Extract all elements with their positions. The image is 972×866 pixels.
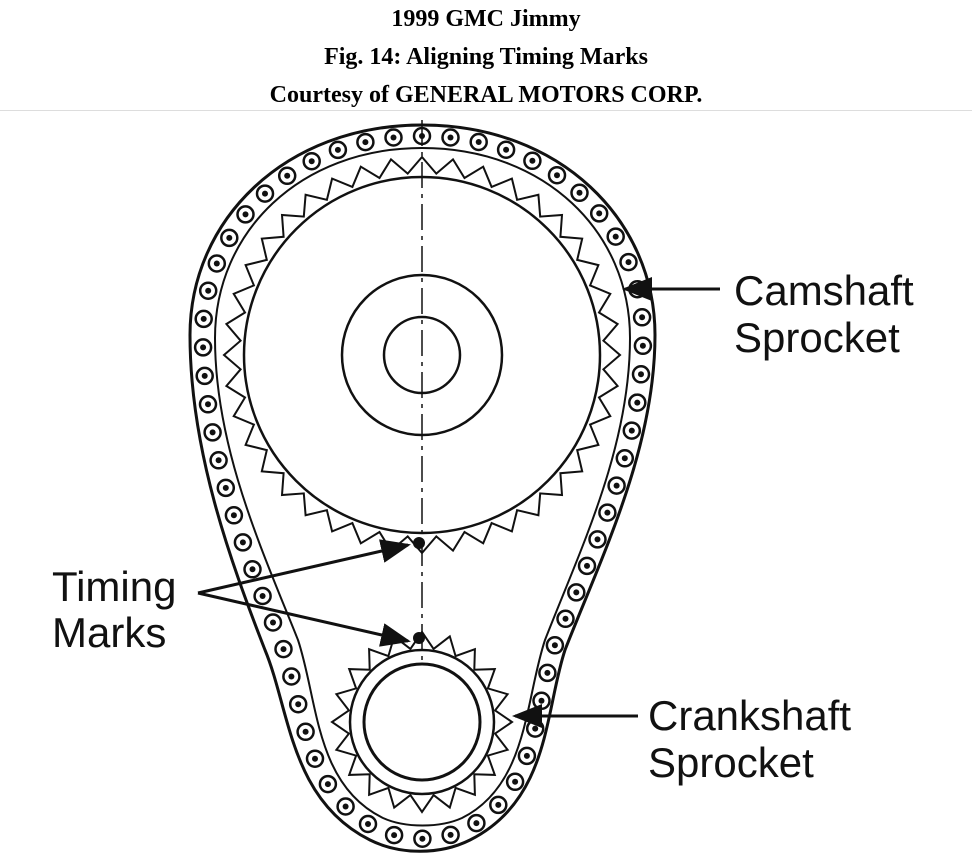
chain-roller-pin xyxy=(512,778,519,785)
chain-roller-pin xyxy=(205,287,212,294)
chain-roller-pin xyxy=(613,482,620,489)
chain-roller-pin xyxy=(391,832,398,839)
chain-roller-pin xyxy=(634,399,641,406)
chain-roller-pin xyxy=(625,259,632,266)
chain-roller-pin xyxy=(538,697,545,704)
chain-roller-pin xyxy=(576,189,583,196)
chain-roller-pin xyxy=(639,314,646,321)
chain-rollers xyxy=(193,126,653,848)
chain-roller-pin xyxy=(419,835,426,842)
timing-label-line2: Marks xyxy=(52,609,166,656)
chain-roller-pin xyxy=(249,566,256,573)
chain-roller-pin xyxy=(215,457,222,464)
chain-roller-pin xyxy=(312,755,318,762)
chain-roller-pin xyxy=(495,801,502,808)
chain-roller-pin xyxy=(324,781,331,788)
chain-roller-pin xyxy=(447,134,454,141)
chain-roller-pin xyxy=(230,512,237,519)
chain-roller-pin xyxy=(209,429,216,436)
chain-roller-pin xyxy=(544,669,551,676)
chain-roller-pin xyxy=(362,139,369,146)
chain-roller-pin xyxy=(554,172,560,179)
chain-roller-pin xyxy=(562,615,569,622)
chain-roller-pin xyxy=(621,455,628,462)
chain-roller-pin xyxy=(551,642,558,649)
chain-roller-pin xyxy=(239,539,246,546)
chain-roller-pin xyxy=(365,821,371,827)
chain-roller-pin xyxy=(532,725,539,732)
chain-roller-pin xyxy=(308,158,315,165)
chain-roller-pin xyxy=(334,146,341,153)
timing-arrow-crank xyxy=(197,591,411,647)
crankshaft-label-line1: Crankshaft xyxy=(648,692,851,739)
chain-roller-pin xyxy=(288,673,295,680)
chain-roller-pin xyxy=(259,593,266,599)
chain-roller-pin xyxy=(200,315,207,322)
chain-roller-pin xyxy=(447,831,454,838)
timing-chain xyxy=(188,123,657,853)
timing-label-line1: Timing xyxy=(52,563,176,610)
figure-caption: Fig. 14: Aligning Timing Marks xyxy=(324,44,648,70)
chain-roller-pin xyxy=(584,562,590,569)
vehicle-title: 1999 GMC Jimmy xyxy=(391,6,581,32)
chain-roller-pin xyxy=(573,589,580,596)
chain-roller-pin xyxy=(639,342,646,349)
chain-roller-pin xyxy=(280,646,287,653)
chain-roller-pin xyxy=(473,820,480,827)
chain-roller-pin xyxy=(503,146,510,153)
chain-roller-pin xyxy=(523,752,530,759)
chain-roller-pin xyxy=(270,619,276,626)
chain-roller-pin xyxy=(628,427,635,434)
figure-credit: Courtesy of GENERAL MOTORS CORP. xyxy=(269,82,703,108)
chain-roller-pin xyxy=(612,233,619,240)
timing-arrow-cam xyxy=(197,539,411,595)
crankshaft-label-line2: Sprocket xyxy=(648,739,814,786)
chain-roller-pin xyxy=(594,536,601,543)
camshaft-label-line2: Sprocket xyxy=(734,314,900,361)
chain-roller-pin xyxy=(342,803,349,810)
camshaft-label-line1: Camshaft xyxy=(734,267,914,314)
cam-timing-mark xyxy=(413,537,425,549)
crankshaft-sprocket xyxy=(330,630,514,814)
chain-roller-pin xyxy=(638,371,644,378)
chain-roller-pin xyxy=(596,210,603,217)
chain-roller-pin xyxy=(242,211,249,218)
chain-roller-pin xyxy=(295,701,302,708)
crank-timing-mark xyxy=(413,632,425,644)
chain-roller-pin xyxy=(284,172,291,179)
chain-roller-pin xyxy=(390,134,397,141)
chain-roller-pin xyxy=(201,372,208,379)
chain-roller-pin xyxy=(262,190,268,197)
chain-roller-pin xyxy=(475,139,482,145)
chain-roller-pin xyxy=(604,509,611,516)
chain-roller-pin xyxy=(213,260,220,267)
header-divider xyxy=(0,110,972,111)
chain-roller-pin xyxy=(205,401,211,408)
chain-roller-pin xyxy=(529,157,536,164)
chain-roller-pin xyxy=(226,234,233,241)
chain-roller-pin xyxy=(302,728,309,735)
chain-roller-pin xyxy=(222,484,229,491)
chain-roller-pin xyxy=(200,344,207,351)
